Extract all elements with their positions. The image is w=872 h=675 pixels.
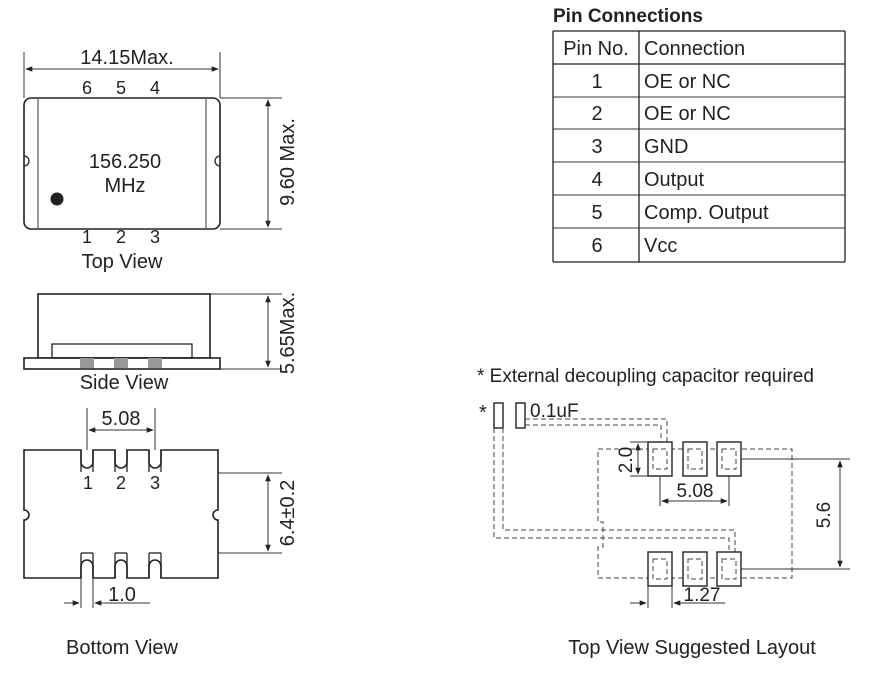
layout-caption: Top View Suggested Layout <box>568 637 816 659</box>
bottom-pin-label: 1 <box>82 227 92 247</box>
side-notch <box>23 155 30 167</box>
bottom-view-pin-label: 1 <box>83 473 93 493</box>
bottom-view-pin-label: 3 <box>150 473 160 493</box>
table-cell-connection: OE or NC <box>644 103 731 125</box>
pad-inner-outline <box>652 558 668 580</box>
bottom-view-body <box>23 449 219 579</box>
bottom-view-pad-width-dim: 1.0 <box>108 584 136 606</box>
top-view-width-dim: 14.15Max. <box>80 47 173 69</box>
frequency-unit-marking: MHz <box>104 175 145 197</box>
pin-connections-table: Pin Connections Pin No. Connection 1 OE … <box>552 6 846 263</box>
capacitor-pad <box>515 402 526 429</box>
side-view-can <box>37 293 211 359</box>
pad-inner-outline <box>721 558 737 580</box>
pad-inner-outline <box>687 448 703 470</box>
footprint-pad-3 <box>716 551 742 587</box>
capacitor-value: 0.1uF <box>530 401 579 422</box>
table-header-pin-no: Pin No. <box>563 38 629 60</box>
top-view-caption: Top View <box>82 251 163 273</box>
bottom-view-caption: Bottom View <box>66 637 178 659</box>
pad-inner-outline <box>721 448 737 470</box>
layout-row-spacing-dim: 5.6 <box>814 502 835 528</box>
pad-inner-outline <box>687 558 703 580</box>
bottom-pin-label: 3 <box>150 227 160 247</box>
table-cell-pin: 1 <box>591 71 602 93</box>
side-view-terminal <box>114 358 128 368</box>
table-cell-connection: Output <box>644 169 704 191</box>
bottom-view-pin-label: 2 <box>116 473 126 493</box>
footprint-pad-1 <box>647 551 673 587</box>
trace-cap-to-gnd <box>502 428 736 552</box>
top-pin-label: 6 <box>82 78 92 98</box>
top-view-height-dim: 9.60 Max. <box>277 118 299 206</box>
decoupling-note: * External decoupling capacitor required <box>477 366 814 387</box>
side-view: 5.65Max. Side View <box>23 292 299 394</box>
top-view: 14.15Max. 6 5 4 1 2 3 156.250 MHz 9.60 M… <box>23 47 299 273</box>
side-view-terminal <box>80 358 94 368</box>
footprint-pad-2 <box>682 551 708 587</box>
side-notch <box>214 155 221 167</box>
table-cell-pin: 4 <box>591 169 602 191</box>
table-cell-connection: Vcc <box>644 235 677 257</box>
frequency-marking: 156.250 <box>89 151 161 173</box>
table-title: Pin Connections <box>553 6 703 27</box>
footprint-pad-6 <box>647 441 673 477</box>
bottom-view-height-dim: 6.4±0.2 <box>277 480 299 547</box>
table-cell-connection: GND <box>644 136 688 158</box>
layout-pad-height-dim: 2.0 <box>616 447 637 473</box>
top-view-body <box>23 97 221 230</box>
table-header-connection: Connection <box>644 38 745 60</box>
top-pin-label: 4 <box>150 78 160 98</box>
table-cell-pin: 5 <box>591 202 602 224</box>
side-view-terminal <box>148 358 162 368</box>
bottom-view: 5.08 1 2 3 6.4±0.2 1.0 Bottom V <box>23 408 299 659</box>
layout-pitch-dim: 5.08 <box>677 481 714 502</box>
bottom-view-pitch-dim: 5.08 <box>102 408 141 430</box>
pin1-indicator-dot <box>50 192 64 206</box>
layout-pad-width-dim: 1.27 <box>684 585 721 606</box>
side-view-height-dim: 5.65Max. <box>277 292 299 374</box>
table-cell-pin: 3 <box>591 136 602 158</box>
top-pin-label: 5 <box>116 78 126 98</box>
suggested-layout: * External decoupling capacitor required… <box>477 366 850 659</box>
trace-cap-to-gnd <box>493 428 730 552</box>
capacitor-pad <box>493 402 504 429</box>
table-cell-pin: 2 <box>591 103 602 125</box>
footprint-pad-4 <box>716 441 742 477</box>
table-cell-connection: Comp. Output <box>644 202 769 224</box>
capacitor-marker: * <box>479 402 487 424</box>
bottom-pin-label: 2 <box>116 227 126 247</box>
pad-inner-outline <box>652 448 668 470</box>
side-view-caption: Side View <box>80 372 169 394</box>
component-outline <box>597 448 793 579</box>
footprint-pad-5 <box>682 441 708 477</box>
trace-cap-to-pin6 <box>525 418 668 442</box>
table-cell-pin: 6 <box>591 235 602 257</box>
table-cell-connection: OE or NC <box>644 71 731 93</box>
trace-cap-to-pin6 <box>525 424 662 442</box>
